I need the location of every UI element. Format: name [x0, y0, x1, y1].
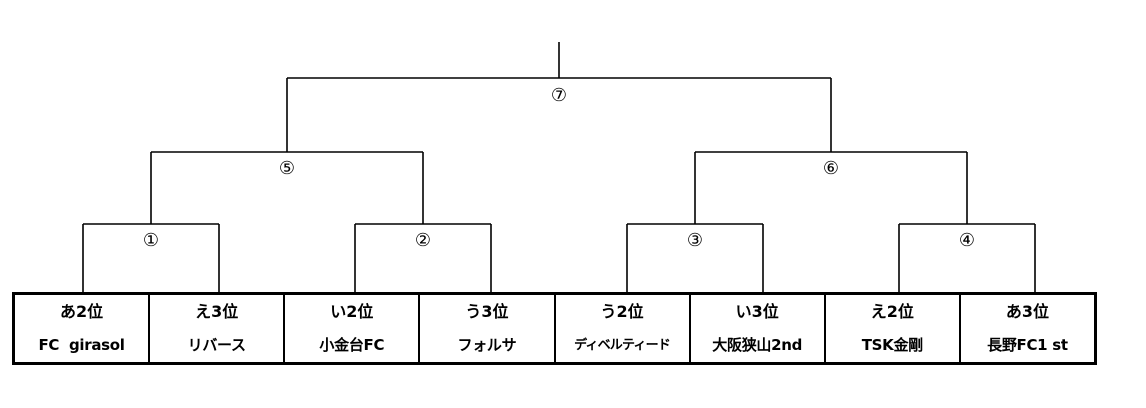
team-cell: う2位 ディベルティード — [553, 295, 689, 362]
team-name: フォルサ — [457, 336, 517, 354]
team-seed: え3位 — [195, 302, 239, 321]
team-name: 小金台FC — [319, 336, 385, 354]
match-label-4: ④ — [947, 231, 987, 251]
match-label-3: ③ — [675, 231, 715, 251]
team-cell: え3位 リバース — [148, 295, 283, 362]
match-label-1: ① — [131, 231, 171, 251]
team-seed: え2位 — [870, 302, 914, 321]
team-cell: え2位 TSK金剛 — [823, 295, 959, 362]
team-name: FC girasol — [38, 336, 125, 354]
team-name: TSK金剛 — [861, 336, 923, 354]
team-name: 大阪狭山2nd — [712, 336, 803, 354]
team-name: 長野FC1 st — [987, 336, 1068, 354]
team-seed: う2位 — [600, 302, 644, 321]
team-seed: あ3位 — [1005, 302, 1049, 321]
team-seed: い3位 — [735, 302, 779, 321]
team-cell: あ3位 長野FC1 st — [958, 295, 1094, 362]
match-label-7: ⑦ — [539, 86, 579, 106]
match-label-2: ② — [403, 231, 443, 251]
team-seed: い2位 — [330, 302, 374, 321]
team-cell: い3位 大阪狭山2nd — [688, 295, 824, 362]
team-cell: う3位 フォルサ — [418, 295, 553, 362]
team-name: リバース — [187, 336, 246, 354]
team-seed: あ2位 — [59, 302, 104, 321]
team-cell: あ2位 FC girasol — [15, 295, 148, 362]
match-label-6: ⑥ — [811, 159, 851, 179]
team-name: ディベルティード — [574, 338, 671, 353]
team-cell: い2位 小金台FC — [283, 295, 418, 362]
team-table: あ2位 FC girasol え3位 リバース い2位 小金台FC う3位 フォ… — [12, 292, 1097, 365]
team-seed: う3位 — [465, 302, 509, 321]
match-label-5: ⑤ — [267, 159, 307, 179]
